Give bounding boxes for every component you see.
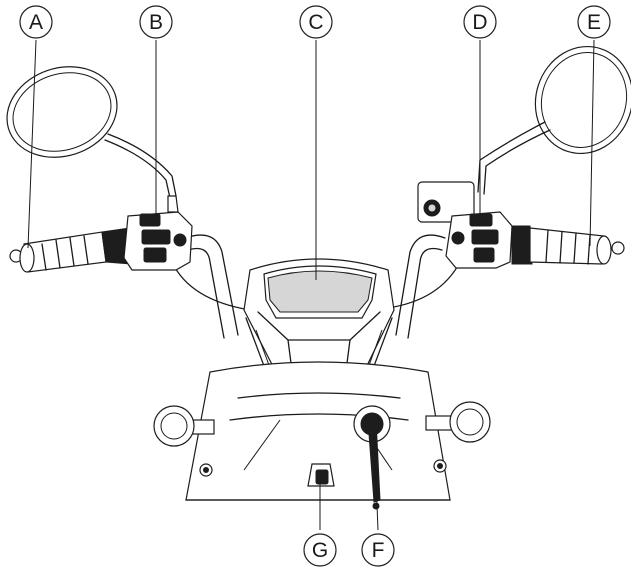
callout-c-label: C bbox=[308, 11, 323, 34]
left-mirror bbox=[6, 66, 177, 199]
callout-f-label: F bbox=[372, 539, 385, 562]
callout-a: A bbox=[19, 5, 53, 39]
front-fairing bbox=[185, 361, 451, 501]
callout-b: B bbox=[139, 5, 173, 39]
bag-hook bbox=[307, 463, 335, 487]
callout-d: D bbox=[463, 5, 497, 39]
callout-g-label: G bbox=[312, 539, 328, 562]
callout-e-label: E bbox=[587, 11, 601, 34]
left-indicator bbox=[153, 405, 215, 447]
left-grip bbox=[9, 227, 133, 273]
left-switch-housing bbox=[123, 195, 193, 271]
callout-a-label: A bbox=[29, 11, 43, 34]
right-mirror bbox=[477, 45, 631, 195]
callout-c: C bbox=[299, 5, 333, 39]
callout-f: F bbox=[361, 533, 395, 567]
leader-lines bbox=[27, 39, 595, 531]
right-switch-housing bbox=[417, 181, 513, 269]
dashboard bbox=[243, 258, 395, 387]
callout-b-label: B bbox=[149, 11, 163, 34]
ignition-switch bbox=[353, 405, 391, 510]
callout-d-label: D bbox=[472, 11, 487, 34]
right-indicator bbox=[425, 401, 491, 443]
callout-g: G bbox=[303, 533, 337, 567]
callout-e: E bbox=[577, 5, 611, 39]
right-grip bbox=[511, 225, 625, 265]
